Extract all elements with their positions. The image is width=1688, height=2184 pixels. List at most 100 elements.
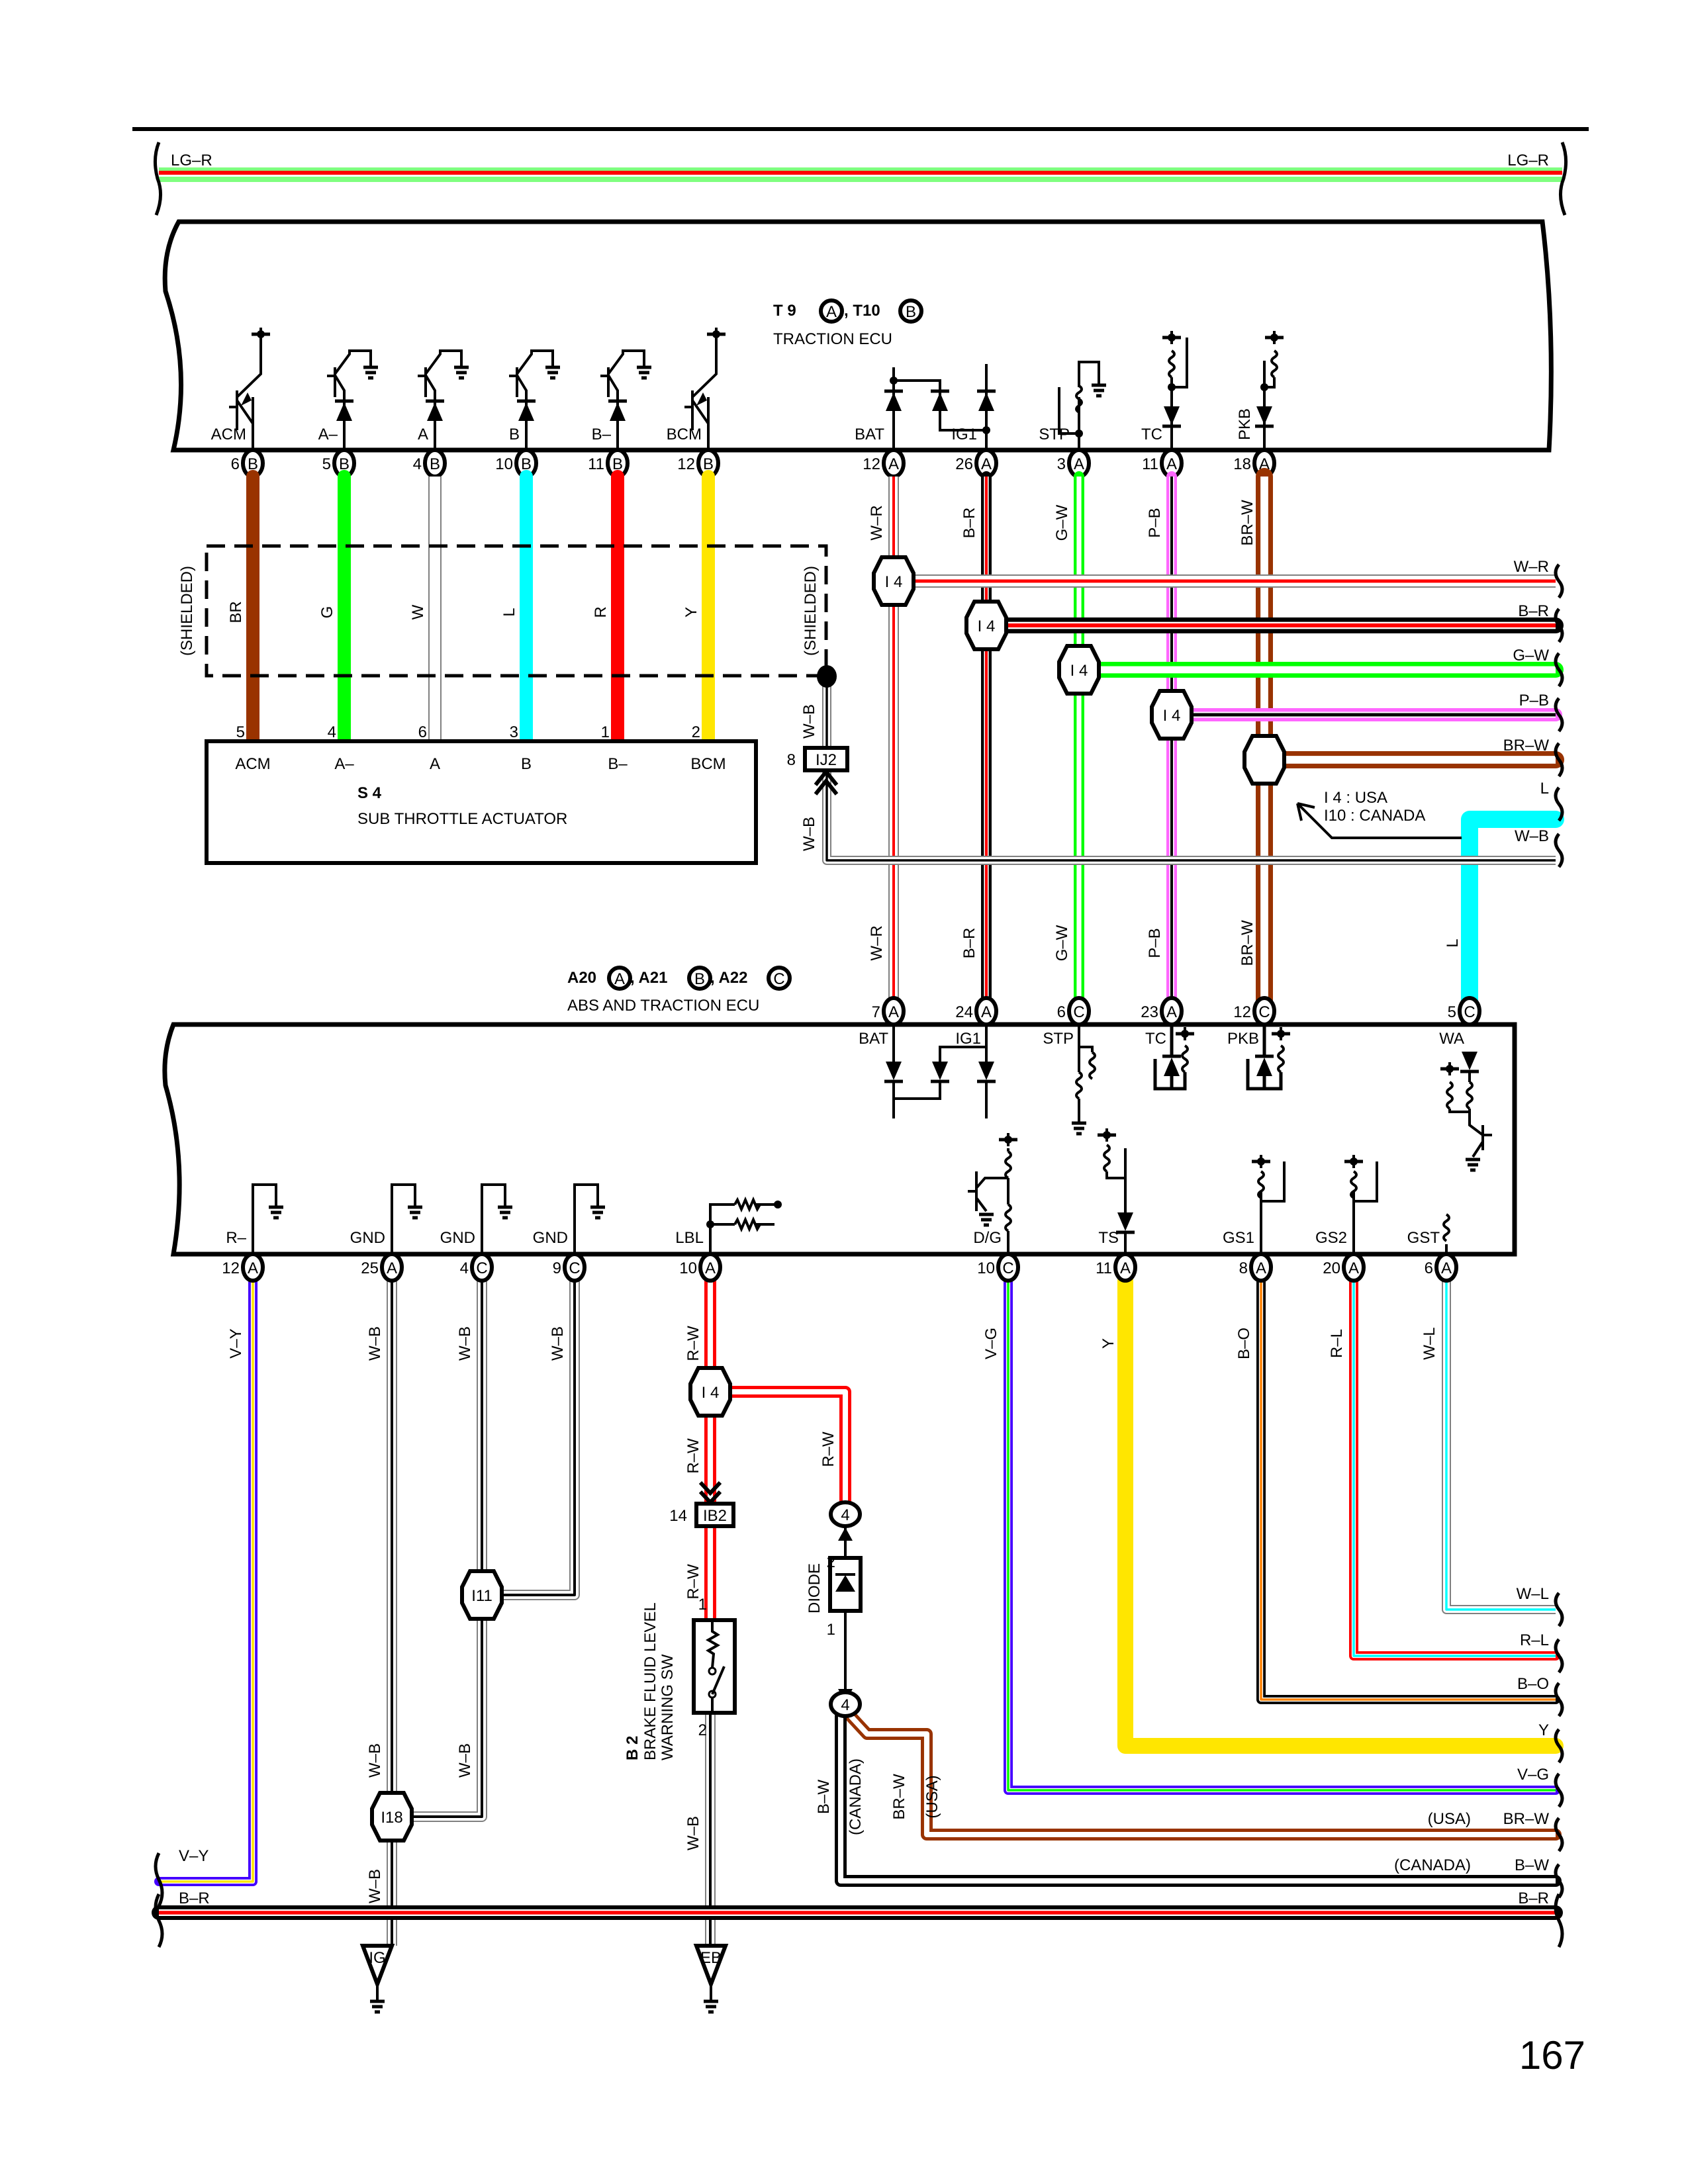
ib2-label: IB2 — [703, 1507, 727, 1525]
splice-i4: I 4 — [872, 555, 915, 607]
splice-label: I 4 — [1070, 662, 1088, 680]
pin-signal-label: BAT — [855, 426, 884, 443]
supply-icon — [252, 328, 270, 341]
wire-break-icon — [154, 1893, 164, 1948]
resistor-icon — [1075, 1071, 1083, 1100]
wire-color-label: Y — [682, 607, 700, 617]
wire-color-label: P–B — [1146, 508, 1164, 537]
region-note: (CANADA) — [1394, 1856, 1471, 1874]
wire-color-label: B–O — [1235, 1328, 1253, 1359]
pin-connector-letter: C — [1073, 1003, 1084, 1021]
resistor-icon — [733, 1216, 761, 1233]
ib2-connector: IB2 14 — [669, 1480, 735, 1528]
pin-signal-label: IG1 — [955, 1030, 981, 1048]
wire-color-label: R–W — [820, 1432, 837, 1467]
resistor-icon — [1103, 1144, 1111, 1173]
top-bus-lg-r: LG–R LG–R — [154, 142, 1568, 216]
resistor-icon — [733, 1196, 761, 1213]
pin-number: 5 — [1448, 1003, 1456, 1021]
pin-signal-label: PKB — [1236, 408, 1254, 440]
resistor-icon — [1004, 1150, 1012, 1179]
wire-color-label: G–W — [1053, 925, 1071, 961]
ground-icon — [590, 1207, 605, 1218]
traction-ecu-conn-b: B — [906, 303, 916, 321]
diode-conn-top: 4 — [841, 1506, 849, 1524]
supply-icon — [1344, 1155, 1363, 1168]
resistor-icon — [1466, 1081, 1474, 1110]
pin-connector-letter: A — [1348, 1259, 1359, 1277]
wire-color-label: P–B — [1146, 928, 1164, 958]
ground-eb: EB — [693, 1944, 729, 2012]
transistor-icon — [229, 334, 262, 450]
diode-icon — [884, 1062, 903, 1081]
pin-signal-label: BCM — [690, 755, 726, 773]
wire-break-icon — [1554, 1682, 1564, 1717]
pin-signal-label: BAT — [859, 1030, 888, 1048]
splice-i4: I 4 — [964, 600, 1008, 651]
diode-pin-top: 2 — [827, 1553, 835, 1571]
supply-icon — [1440, 1062, 1459, 1075]
right-exit-label: BR–W — [1503, 1810, 1550, 1828]
diode-pin-bottom: 1 — [827, 1621, 835, 1639]
pin-connector-letter: A — [888, 455, 899, 473]
pin-connector-letter: A — [1074, 455, 1084, 473]
traction-ecu-sep: , T10 — [844, 302, 880, 320]
pin-number: 12 — [863, 455, 880, 473]
wire-break-icon — [1554, 1772, 1564, 1808]
diode-icon — [931, 1062, 949, 1081]
supply-icon — [999, 1133, 1017, 1146]
pin-connector-letter: B — [430, 455, 440, 473]
pin-signal-label: TS — [1098, 1229, 1119, 1247]
pin-connector-letter: C — [1258, 1003, 1270, 1021]
supply-icon — [1162, 331, 1181, 344]
pin-connector-letter: A — [981, 1003, 992, 1021]
wire-break-icon — [1554, 652, 1564, 688]
abs-ecu-c1: A — [614, 970, 625, 988]
wire-break-icon — [154, 1852, 164, 1907]
wire-color-label: W–B — [456, 1743, 474, 1778]
wire-color-label: Y — [1100, 1338, 1117, 1349]
pin-signal-label: A– — [318, 426, 338, 443]
wire-w-l — [1442, 1281, 1556, 1614]
brake-fluid-level-warning-switch: 1 2 B 2 BRAKE FLUID LEVEL WARNING SW — [624, 1596, 737, 1760]
bottom-bus-left-label: B–R — [179, 1889, 210, 1907]
ground-ig: IG — [359, 1944, 395, 2012]
traction-ecu-pin: B4A — [413, 426, 447, 478]
pin-connector-letter: B — [339, 455, 350, 473]
wire-r-w — [704, 1386, 851, 1508]
ij2-wire-below: W–B — [800, 817, 818, 851]
splice-label: I 4 — [1163, 707, 1181, 725]
pin-number: 7 — [872, 1003, 880, 1021]
wire-break-icon — [1554, 1893, 1564, 1948]
pin-number: 12 — [1233, 1003, 1251, 1021]
page-number: 167 — [1519, 2033, 1585, 2077]
wire-color-label: W — [409, 604, 427, 619]
pin-connector-letter: A — [705, 1259, 716, 1277]
wire-color-label: W–B — [366, 1743, 384, 1778]
brake-sw-pin-bottom: 2 — [698, 1721, 707, 1739]
pin-number: 23 — [1141, 1003, 1158, 1021]
wire-y — [1117, 1273, 1564, 1754]
diode-icon — [1116, 1212, 1135, 1232]
supply-icon — [1265, 331, 1284, 344]
brake-sw-name-line1: BRAKE FLUID LEVEL — [641, 1602, 659, 1760]
splice-label: I11 — [471, 1587, 492, 1605]
pin-signal-label: GND — [440, 1229, 475, 1247]
ground-icon — [498, 1207, 512, 1218]
pin-connector-letter: B — [612, 455, 623, 473]
splice-i4 — [1243, 734, 1286, 786]
wire-break-icon — [1554, 1817, 1564, 1852]
sub-throttle-name: SUB THROTTLE ACTUATOR — [357, 810, 567, 828]
pin-number: 11 — [588, 455, 604, 473]
sub-throttle-code: S 4 — [357, 784, 382, 802]
transistor-icon — [327, 349, 372, 402]
ground-icon — [454, 367, 469, 378]
wire-color-label: G — [318, 606, 336, 619]
pin-connector-letter: A — [1256, 1259, 1266, 1277]
shield-right-label: (SHIELDED) — [802, 566, 820, 656]
